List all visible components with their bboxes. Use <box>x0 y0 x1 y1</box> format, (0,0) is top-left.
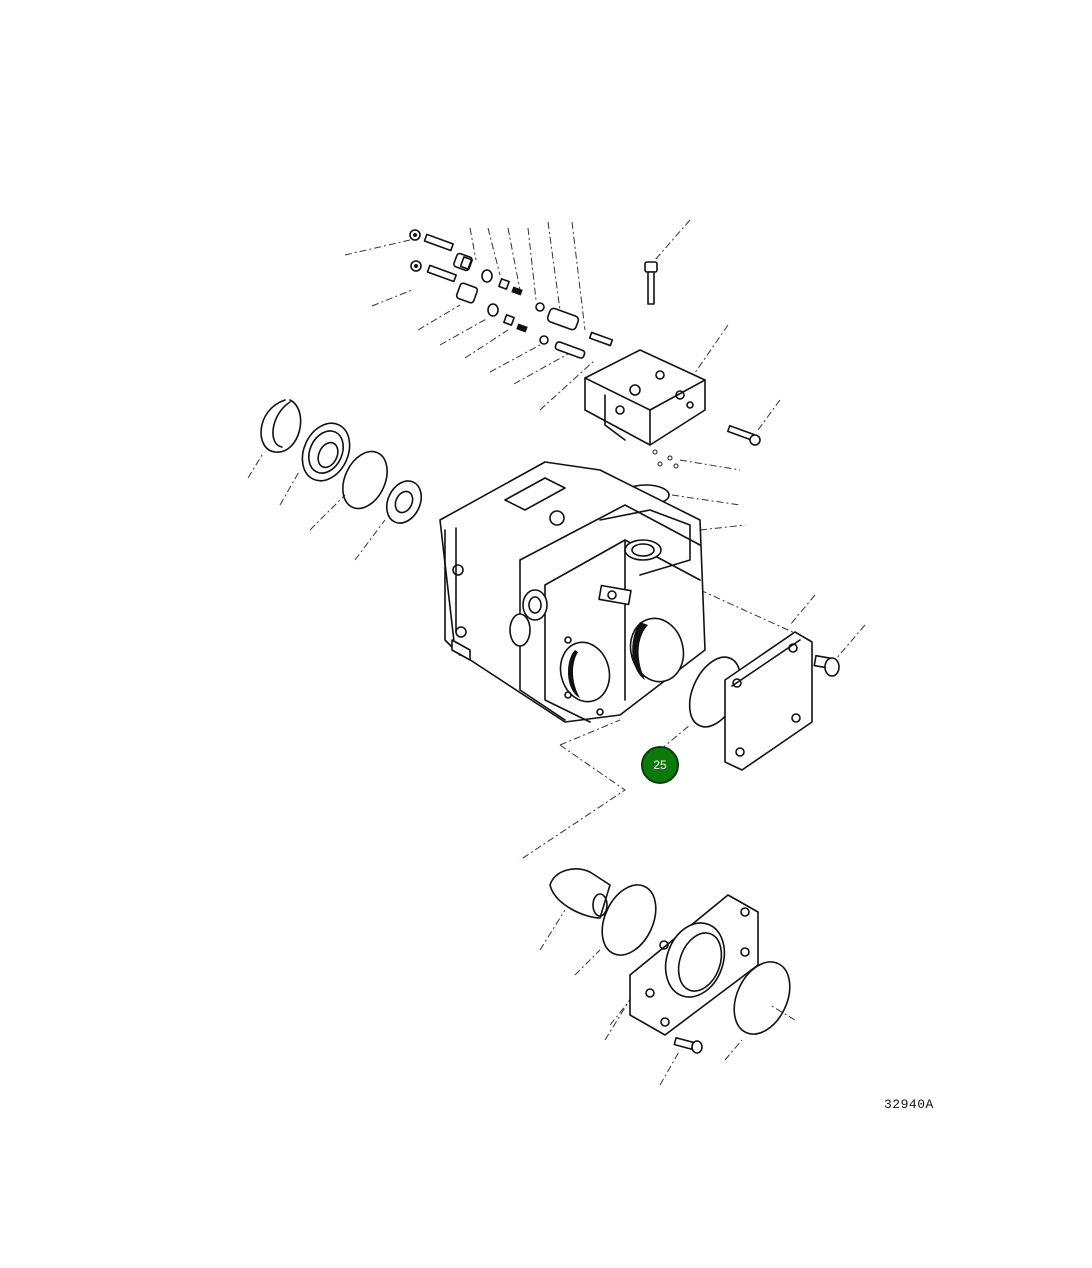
callout-25-marker[interactable]: 25 <box>641 746 679 784</box>
control-valve-fittings <box>409 229 658 359</box>
valve-block <box>584 349 761 469</box>
drawing-number: 32940A <box>884 1097 934 1112</box>
callout-25-label: 25 <box>653 758 667 772</box>
lower-flange-assembly <box>549 868 791 1054</box>
shaft-seal-parts <box>260 399 423 524</box>
pump-housing <box>439 461 706 723</box>
port-cover-assembly <box>688 631 840 771</box>
